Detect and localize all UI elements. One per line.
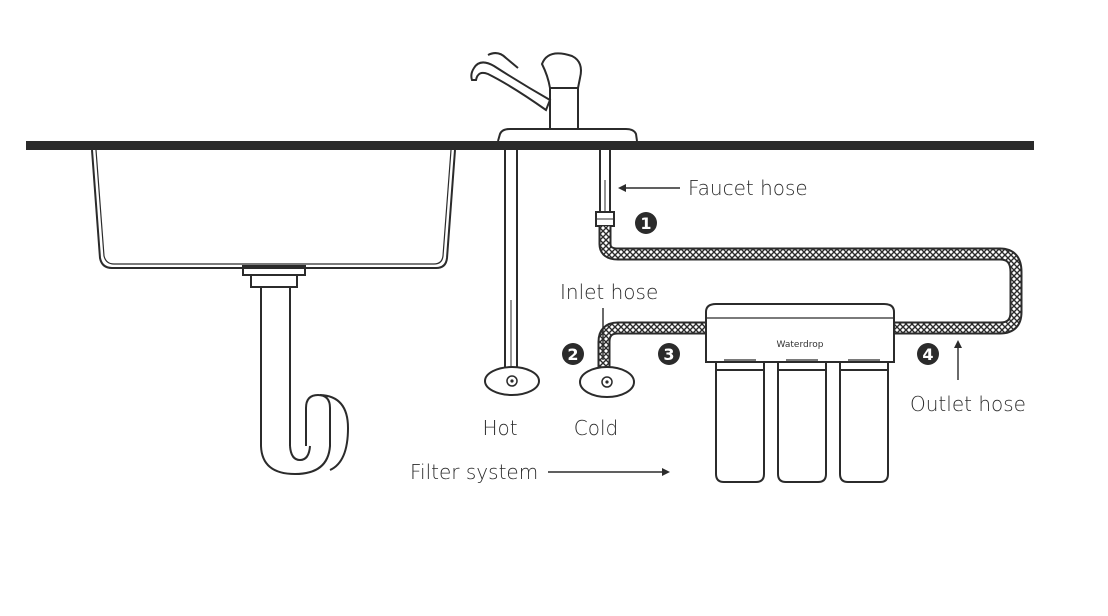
faucet-hose-label: Faucet hose	[688, 176, 808, 200]
filter-system-label: Filter system	[410, 460, 538, 484]
filter-system	[705, 303, 895, 483]
cold-label: Cold	[574, 416, 618, 440]
braided-inlet-hose	[597, 321, 708, 370]
filter-canister-2	[777, 369, 827, 483]
inlet-hose-label: Inlet hose	[560, 280, 658, 304]
cold-valve	[579, 366, 635, 398]
filter-canister-3	[839, 369, 889, 483]
marker-3: 3	[658, 343, 680, 365]
brand-logo: Waterdrop	[777, 340, 824, 350]
svg-text:4: 4	[922, 345, 933, 364]
svg-text:1: 1	[640, 214, 651, 233]
svg-text:2: 2	[567, 345, 578, 364]
hot-supply-pipe	[504, 150, 518, 368]
filter-canister-1	[715, 369, 765, 483]
hot-valve	[484, 366, 540, 396]
countertop	[26, 141, 1034, 150]
outlet-hose-label: Outlet hose	[910, 392, 1026, 416]
svg-text:3: 3	[663, 345, 674, 364]
hot-label: Hot	[482, 416, 517, 440]
marker-2: 2	[562, 343, 584, 365]
sink	[91, 149, 456, 269]
faucet	[470, 52, 638, 142]
marker-1: 1	[635, 212, 657, 234]
braided-outlet-hose	[598, 226, 1023, 335]
annotation-arrows	[548, 184, 962, 476]
drain-trap	[242, 265, 350, 476]
faucet-hose	[595, 150, 615, 227]
marker-4: 4	[917, 343, 939, 365]
